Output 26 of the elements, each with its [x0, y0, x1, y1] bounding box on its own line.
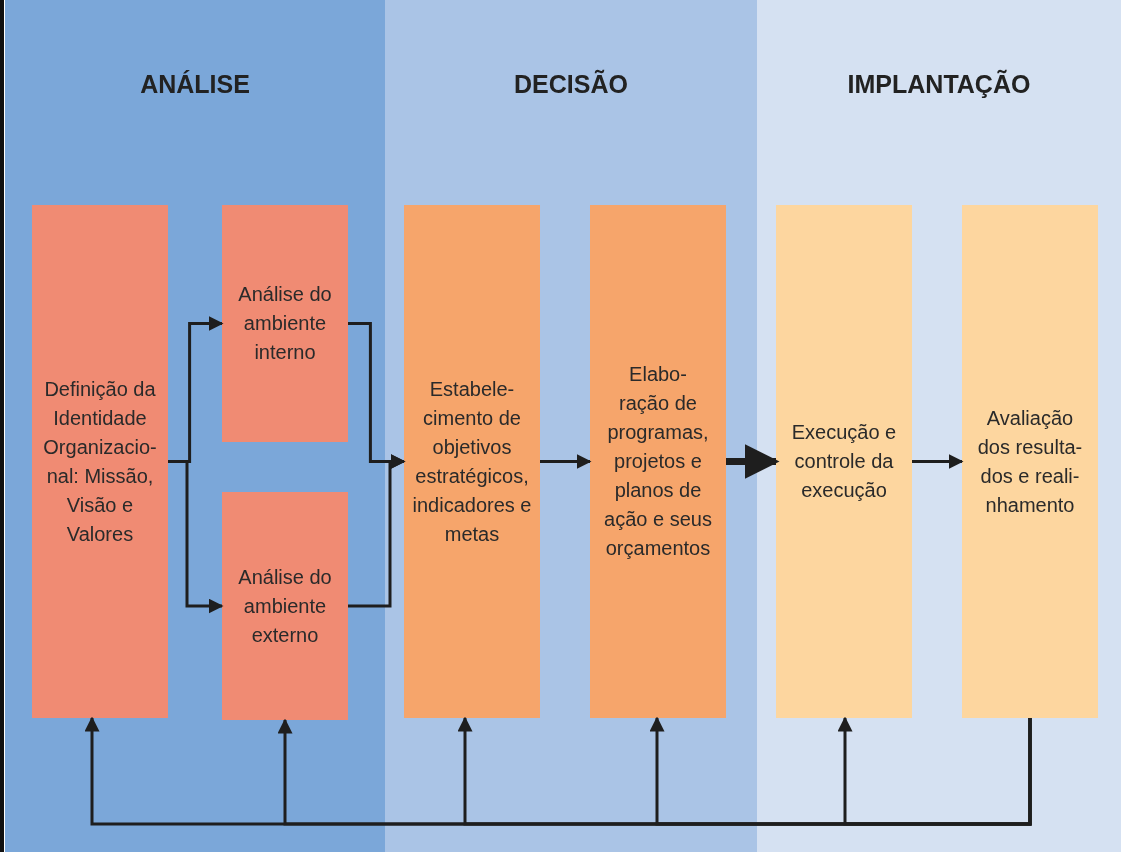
- phase-band: [757, 0, 1121, 852]
- box-text: Definição da Identidade Organizacio- nal: Missão, Visão e Valores: [42, 376, 158, 547]
- arrow: [540, 454, 592, 469]
- process-box: [222, 492, 348, 720]
- process-box: [222, 205, 348, 442]
- process-box: [590, 205, 726, 718]
- arrow: [726, 444, 780, 479]
- box-text: Elabo- ração de programas, projetos e planos de ação e seus orçamentos: [603, 362, 713, 561]
- phase-band: [5, 0, 385, 852]
- box-text: Estabele- cimento de objetivos estratégicos, indicadores e metas: [411, 376, 533, 547]
- phase-heading: IMPLANTAÇÃO: [846, 70, 1032, 99]
- arrow: [168, 460, 224, 614]
- process-box: [962, 205, 1098, 718]
- box-text: Análise do ambiente externo: [237, 564, 333, 648]
- phase-band: [385, 0, 757, 852]
- phase-heading: ANÁLISE: [139, 70, 251, 99]
- arrow: [837, 716, 1032, 826]
- process-box: [32, 205, 168, 718]
- arrow: [912, 454, 964, 469]
- box-text: Execução e controle da execução: [790, 420, 898, 503]
- box-text: Análise do ambiente interno: [237, 282, 333, 365]
- box-text: Avaliação dos resulta- dos e reali- nhamento: [976, 405, 1084, 518]
- process-box: [776, 205, 912, 718]
- process-box: [404, 205, 540, 718]
- phase-heading: DECISÃO: [513, 70, 629, 99]
- arrow: [348, 454, 406, 608]
